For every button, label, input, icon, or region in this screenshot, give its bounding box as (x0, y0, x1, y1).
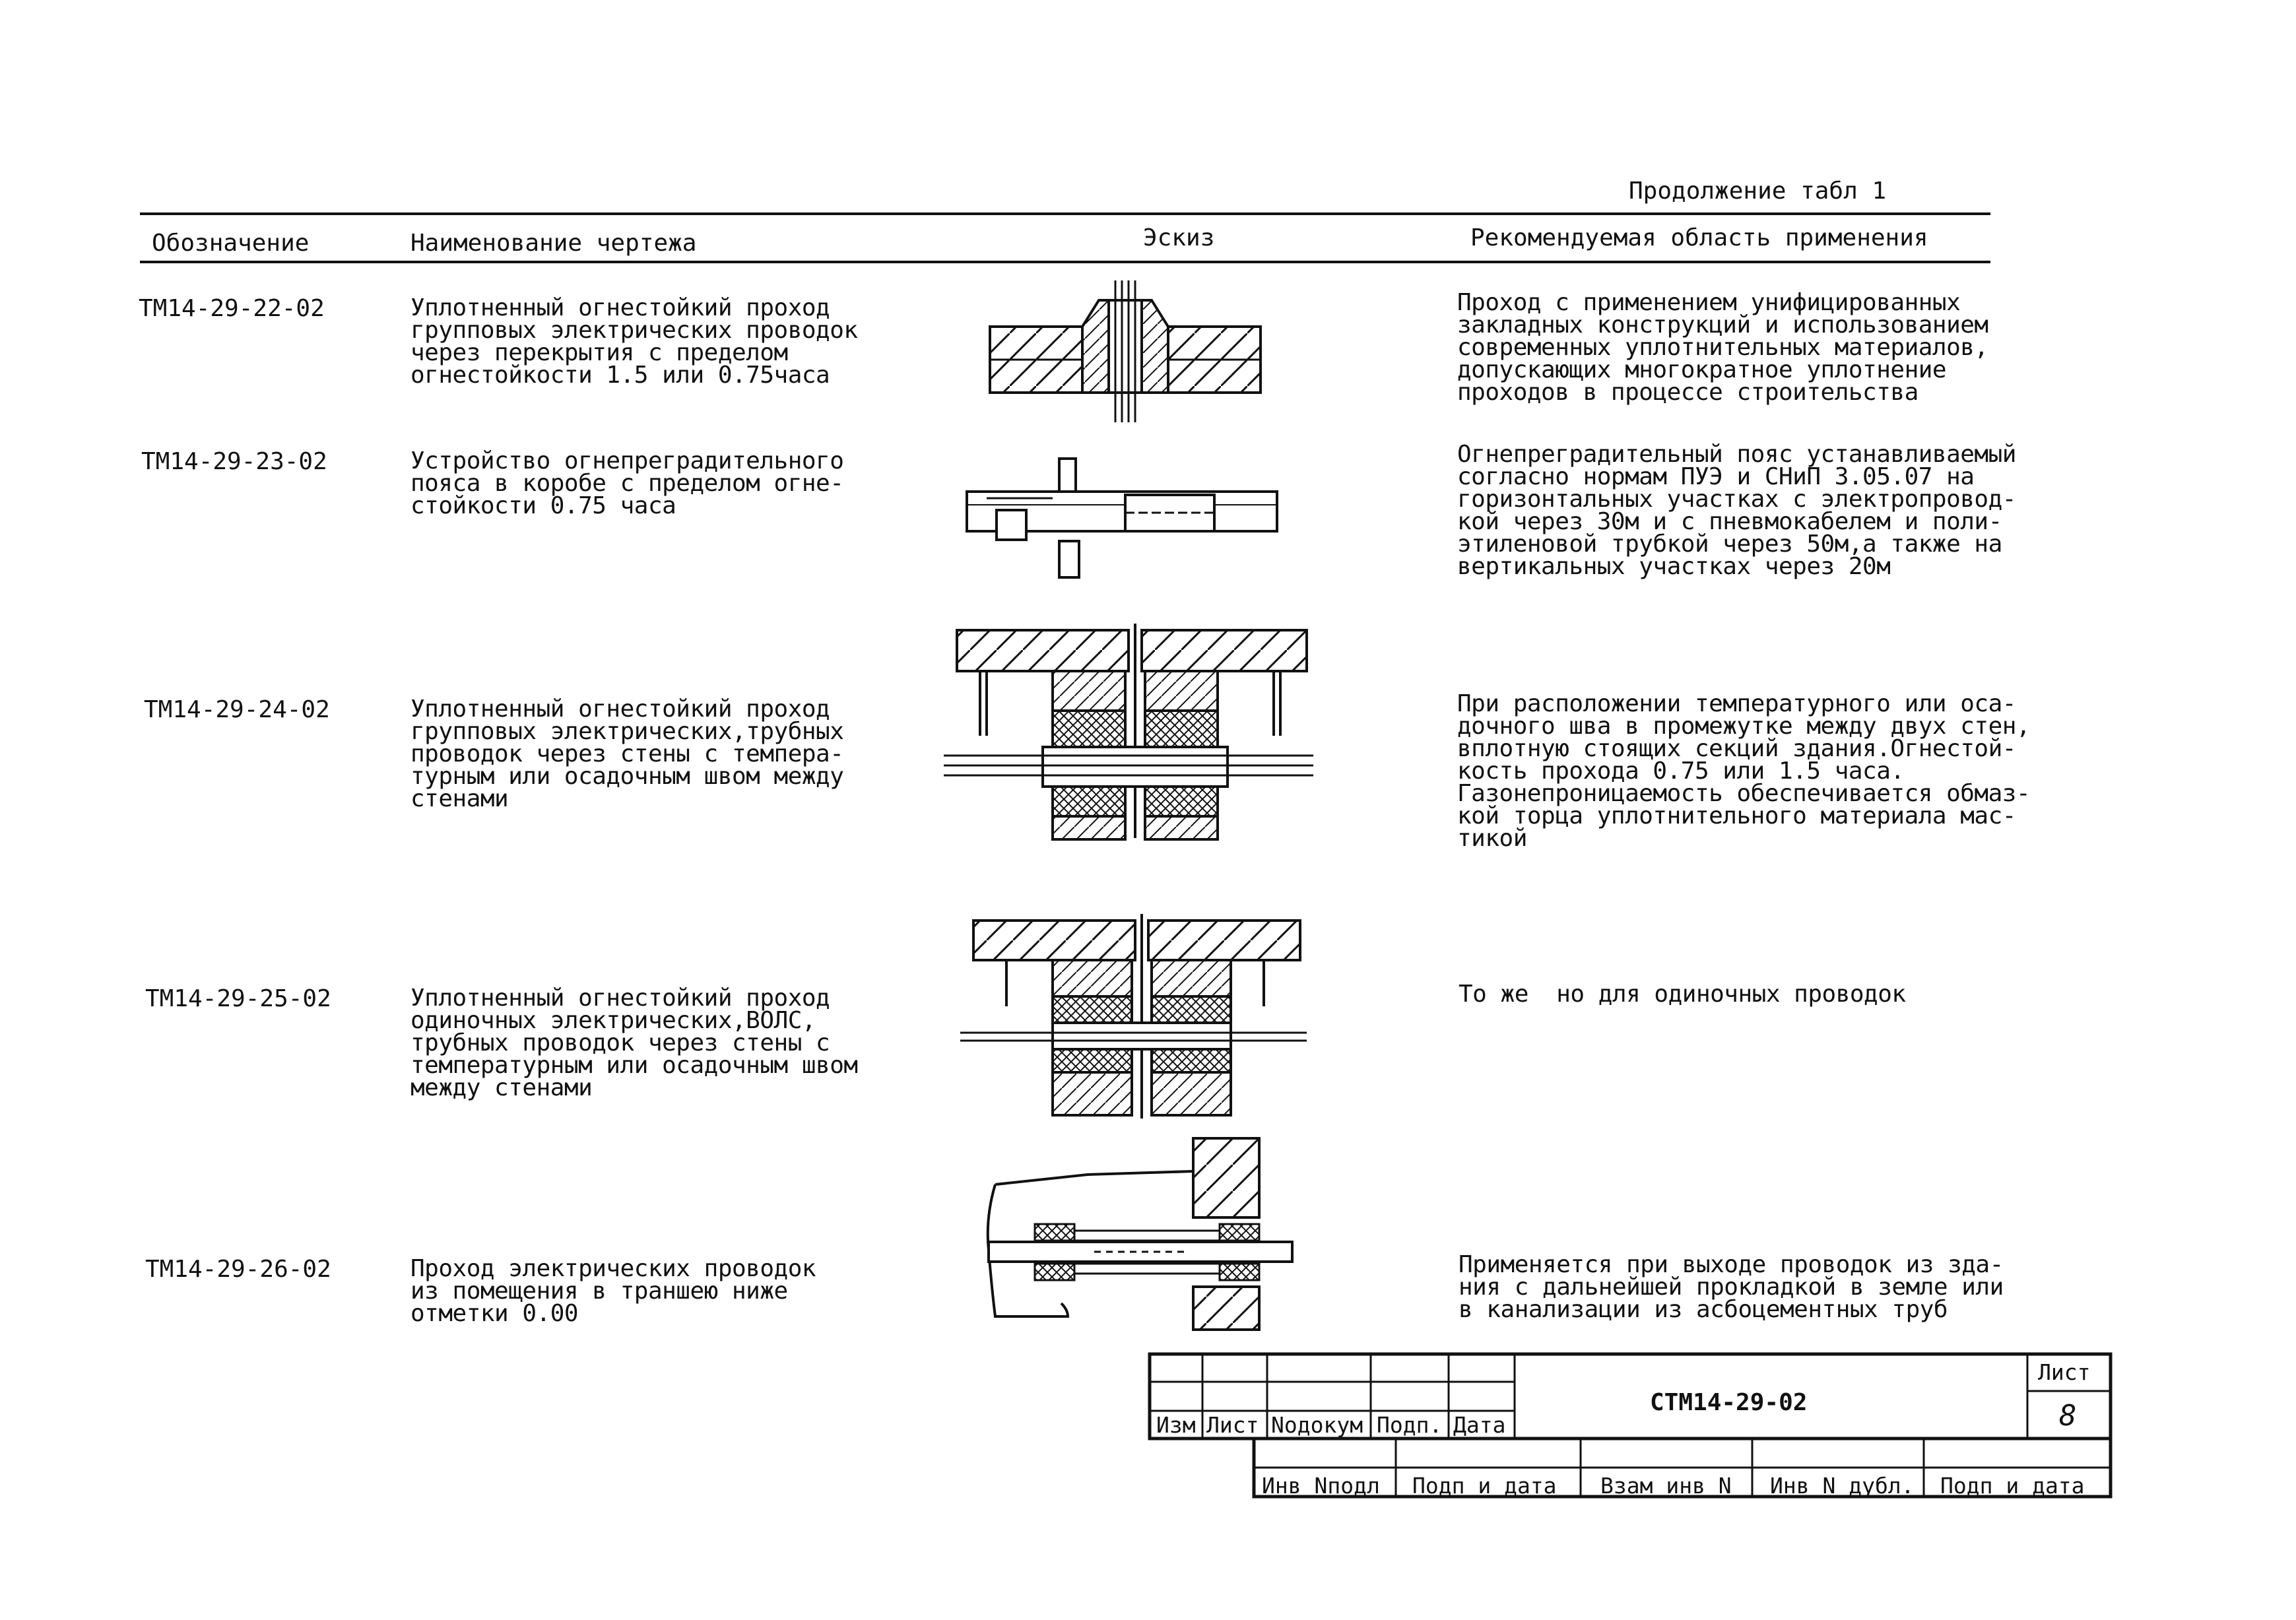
header-sketch: Эскиз (1143, 224, 1215, 251)
stamp-col-podp: Подп. (1377, 1412, 1443, 1438)
row-code: ТМ14-29-22-02 (139, 295, 325, 322)
sheet-number: 8 (2059, 1399, 2077, 1433)
row-drawing-name: Уплотненный огнестойкий проход групповых… (410, 696, 844, 812)
stamp-vzam-inv: Взам инв N (1600, 1473, 1732, 1499)
sketch-duct-fire-belt (966, 457, 1278, 579)
header-bottom-rule (140, 261, 1990, 263)
stamp-podp-data-2: Подп и дата (1940, 1473, 2085, 1499)
sketch-floor-penetration (989, 280, 1262, 422)
row-code: ТМ14-29-24-02 (144, 696, 330, 723)
stamp-col-izm: Изм (1156, 1412, 1196, 1438)
row-drawing-name: Уплотненный огнестойкий проход одиночных… (410, 985, 858, 1101)
document-code: СТМ14-29-02 (1650, 1389, 1808, 1416)
row-drawing-name: Проход электрических проводок из помещен… (410, 1255, 816, 1327)
row-code: ТМ14-29-25-02 (145, 985, 331, 1012)
stamp-inv-dubl: Инв N дубл. (1770, 1473, 1915, 1499)
header-application: Рекомендуемая область применения (1470, 224, 1928, 251)
row-drawing-name: Уплотненный огнестойкий проход групповых… (410, 294, 858, 389)
row-application: Проход с применением унифицированных зак… (1457, 289, 1988, 406)
stamp-col-ndokum: Nодокум (1271, 1412, 1363, 1438)
sketch-wall-seam-group (944, 624, 1313, 841)
stamp-inv-podl: Инв Nподл (1262, 1473, 1380, 1499)
row-application: Применяется при выходе проводок из зда- … (1459, 1251, 2004, 1323)
sketch-wall-seam-single (960, 914, 1307, 1118)
row-application: При расположении температурного или оса-… (1457, 690, 2031, 852)
row-application: То же но для одиночных проводок (1459, 981, 1906, 1008)
row-drawing-name: Устройство огнепреградительного пояса в … (410, 447, 844, 519)
sketch-trench-exit (986, 1137, 1294, 1331)
stamp-col-data: Дата (1453, 1412, 1506, 1438)
sheet-label: Лист (2038, 1359, 2091, 1385)
header-top-rule (140, 212, 1990, 215)
header-name: Наименование чертежа (410, 230, 697, 257)
title-block-frame (1148, 1352, 2113, 1499)
continuation-note: Продолжение табл 1 (1629, 178, 1887, 205)
row-code: ТМ14-29-23-02 (141, 448, 327, 475)
stamp-col-list: Лист (1206, 1412, 1259, 1438)
stamp-podp-data-1: Подп и дата (1412, 1473, 1557, 1499)
row-code: ТМ14-29-26-02 (145, 1256, 331, 1283)
row-application: Огнепреградительный пояс устанавливаемый… (1457, 441, 2016, 580)
header-designation: Обозначение (152, 230, 310, 257)
